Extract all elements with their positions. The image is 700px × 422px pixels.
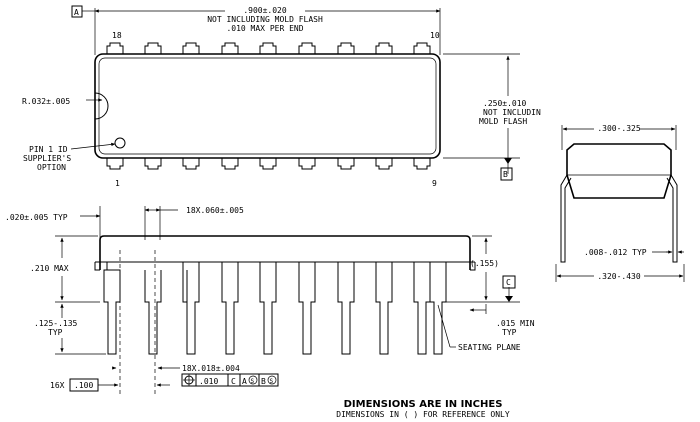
pin-1-label: 1 [115,179,120,188]
datum-b-label: B [503,170,508,179]
span-label-bg [594,270,644,282]
package-body-top [94,53,441,159]
lead-len-dim-1: .125-.135 [34,319,78,328]
pin1-id-label-3: OPTION [37,163,66,172]
pin1-id-dot [114,137,126,149]
height-max-dim: .210 MAX [30,264,69,273]
tolerance-datum-a: A [242,377,247,386]
package-body-end [566,143,672,199]
mold-flash-left [94,262,100,271]
top-lead-tabs [106,42,431,54]
tolerance-mod-a: S [251,378,255,385]
feature-control-frame: .010 C A S B S [181,373,279,387]
end-lead-right [666,174,678,263]
body-width-dim: .300-.325 [597,124,641,133]
pin-9-label: 9 [432,179,437,188]
bottom-lead-tabs [106,158,431,170]
units-note: DIMENSIONS ARE IN INCHES [344,399,503,410]
datum-b-box [500,167,513,181]
pitch-value: .100 [74,381,93,390]
datum-a-label: A [74,8,79,17]
datum-a-box [71,5,83,18]
tolerance-value: .010 [199,377,218,386]
tolerance-datum-b: B [261,377,266,386]
end-view: .300-.325 .008-.012 TYP .320-.430 [555,122,685,282]
width-note-1: NOT INCLUDIN [483,108,541,117]
ref-height-dim: (.155) [470,259,499,268]
radius-dimension: R.032±.005 [22,97,70,106]
pin1-notch [94,92,109,120]
body-width-label-bg [594,122,640,134]
mold-flash-right [470,262,476,271]
side-view: .020±.005 TYP 18X.060±.005 [5,206,535,395]
pin-10-label: 10 [430,31,440,40]
top-view: A .900±.020 NOT INCLUDING MOLD FLASH .01… [22,5,541,188]
end-lead-left [560,174,572,263]
length-note-2: .010 MAX PER END [226,24,303,33]
seating-plane-label: SEATING PLANE [458,343,521,352]
standoff-dim-2: TYP [502,328,517,337]
tolerance-mod-b: S [270,378,274,385]
end-lead-thick-dim: .008-.012 TYP [584,248,647,257]
tolerance-datum-c: C [231,377,236,386]
lead-thickness-dim: .020±.005 TYP [5,213,68,222]
datum-c-arrow [505,296,513,302]
reference-note: DIMENSIONS IN ( ) FOR REFERENCE ONLY [336,410,510,419]
pin1-id-leader [70,142,116,150]
package-body-inner [98,57,437,155]
pitch-count: 16X [50,381,65,390]
length-dimension: .900±.020 [243,6,287,15]
datum-c-box [502,275,516,289]
lead-width-dim: 18X.060±.005 [186,206,244,215]
standoff-dim-1: .015 MIN [496,319,535,328]
package-body-side [99,235,471,270]
pin1-id-label-1: PIN 1 ID [29,145,68,154]
lead-len-dim-2: TYP [48,328,63,337]
span-dim: .320-.430 [597,272,641,281]
width-arrow-bottom [504,158,512,164]
width-note-2: MOLD FLASH [479,117,527,126]
pin1-id-label-2: SUPPLIER'S [23,154,71,163]
pin-18-label: 18 [112,31,122,40]
lead-dia-dim: 18X.018±.004 [182,364,240,373]
width-dimension: .250±.010 [483,99,527,108]
datum-c-label: C [506,278,511,287]
length-label-bg [225,5,305,17]
seating-plane-leader [437,304,451,348]
length-note-1: NOT INCLUDING MOLD FLASH [207,15,323,24]
